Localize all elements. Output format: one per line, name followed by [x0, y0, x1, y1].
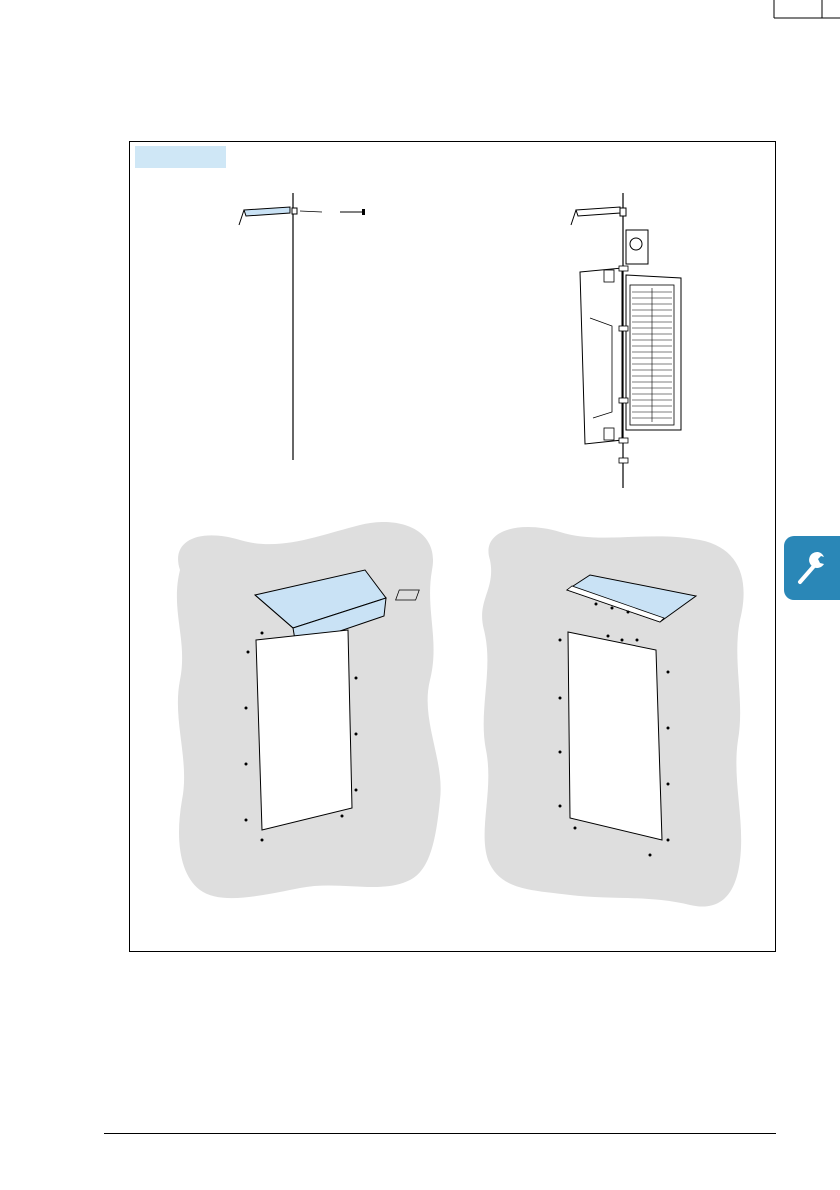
chapter-side-tab — [784, 536, 840, 600]
side-view-hood-with-drive — [571, 193, 681, 488]
wrench-icon — [784, 536, 840, 600]
wall-bracket-installed — [396, 527, 744, 907]
side-view-hood-only — [239, 193, 365, 460]
footer-rule — [104, 1133, 776, 1134]
wall-hood-installed — [177, 522, 441, 898]
